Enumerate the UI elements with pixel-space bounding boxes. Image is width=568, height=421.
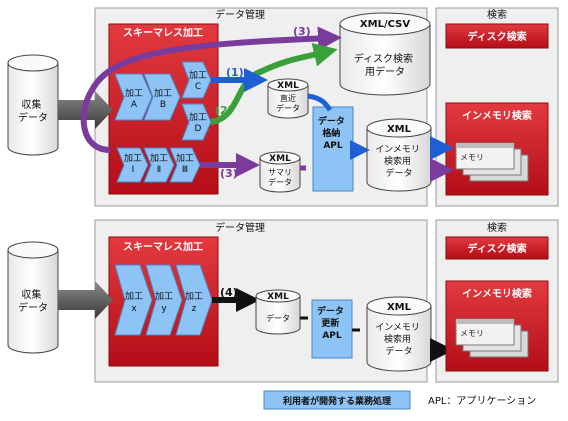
disk-search-button-bottom[interactable]: ディスク検索	[445, 236, 549, 260]
flow-3-lower-label: (3)	[220, 167, 238, 180]
flow-1-arrow-b	[307, 93, 333, 112]
svg-text:ディスク検索: ディスク検索	[467, 242, 526, 255]
svg-text:XML: XML	[277, 81, 299, 91]
svg-text:メモリ: メモリ	[460, 329, 484, 338]
svg-text:データ 更新 APL: データ 更新 APL	[317, 305, 347, 341]
data-storage-apl: データ 格納 APL	[312, 106, 354, 192]
data-mgmt-title-bottom: データ管理	[215, 221, 265, 234]
disk-search-button-top[interactable]: ディスク検索	[445, 23, 549, 49]
svg-text:XML: XML	[387, 124, 412, 135]
flow-1-label: (1)	[226, 66, 244, 79]
svg-text:直近データ: 直近データ	[276, 93, 300, 113]
svg-text:データ: データ	[266, 313, 290, 323]
memory-stack-bottom: メモリ	[455, 318, 529, 358]
legend-user-process: 利用者が開発する業務処理	[263, 390, 411, 410]
svg-text:データ 格納 APL: データ 格納 APL	[318, 115, 348, 151]
flow-3-upper-label: (3)	[293, 25, 311, 38]
svg-text:XML: XML	[269, 154, 291, 164]
disk-search-data-cylinder: XML/CSV ディスク検索 用データ	[339, 12, 431, 96]
svg-text:ディスク検索: ディスク検索	[467, 30, 526, 43]
inmem-search-data-cylinder-bottom: XML インメモリ 検索用 データ	[366, 296, 432, 372]
flow-3-upper-arrow	[80, 26, 342, 153]
svg-text:加工Ⅰ: 加工Ⅰ	[124, 153, 142, 175]
search-title-bottom: 検索	[487, 221, 507, 234]
svg-text:利用者が開発する業務処理: 利用者が開発する業務処理	[282, 395, 391, 407]
svg-text:インメモリ 検索用 データ: インメモリ 検索用 データ	[375, 145, 423, 179]
schemaless-title-bottom: スキーマレス加工	[123, 240, 203, 253]
svg-text:加工C: 加工C	[189, 70, 207, 92]
svg-text:加工z: 加工z	[185, 291, 203, 314]
summary-data-cylinder: XML サマリデータ	[259, 151, 301, 193]
collected-data-cylinder-top: 収集 データ	[7, 54, 59, 156]
xml-csv-label: XML/CSV	[360, 19, 410, 30]
svg-text:加工B: 加工B	[154, 88, 172, 110]
collected-data-cylinder-bottom: 収集 データ	[7, 241, 59, 354]
svg-text:XML: XML	[267, 292, 289, 302]
svg-text:加工x: 加工x	[125, 291, 143, 314]
data-update-apl: データ 更新 APL	[311, 299, 353, 359]
svg-text:インメモリ検索: インメモリ検索	[462, 109, 532, 122]
inmem-search-box-top: インメモリ検索 メモリ	[445, 102, 549, 196]
svg-text:ディスク検索 用データ: ディスク検索 用データ	[354, 52, 417, 78]
xml-data-cylinder-bottom: XML データ	[255, 289, 301, 335]
svg-text:加工D: 加工D	[189, 112, 207, 134]
flow-2-label: (2)	[215, 104, 233, 117]
inmem-search-box-bottom: インメモリ検索 メモリ	[445, 280, 549, 372]
data-mgmt-title-top: データ管理	[215, 8, 265, 21]
flow-4-label: (4)	[220, 286, 238, 299]
svg-text:インメモリ 検索用 データ: インメモリ 検索用 データ	[375, 323, 423, 357]
svg-text:加工A: 加工A	[125, 88, 143, 110]
svg-text:インメモリ検索: インメモリ検索	[462, 287, 532, 300]
svg-text:サマリデータ: サマリデータ	[268, 168, 292, 187]
svg-text:XML: XML	[387, 302, 412, 313]
collected-data-label-top: 収集 データ	[18, 98, 48, 124]
svg-text:メモリ: メモリ	[460, 153, 484, 162]
svg-text:収集 データ: 収集 データ	[18, 288, 48, 314]
svg-text:加工y: 加工y	[155, 291, 173, 314]
legend-apl-note: APL：アプリケーション	[428, 395, 536, 407]
inmem-search-data-cylinder: XML インメモリ 検索用 データ	[366, 118, 432, 192]
recent-data-cylinder: XML 直近データ	[267, 78, 309, 119]
memory-stack-top: メモリ	[455, 142, 529, 182]
schemaless-title-top: スキーマレス加工	[123, 26, 203, 39]
search-title-top: 検索	[487, 8, 507, 21]
input-arrow-bottom	[58, 281, 113, 319]
